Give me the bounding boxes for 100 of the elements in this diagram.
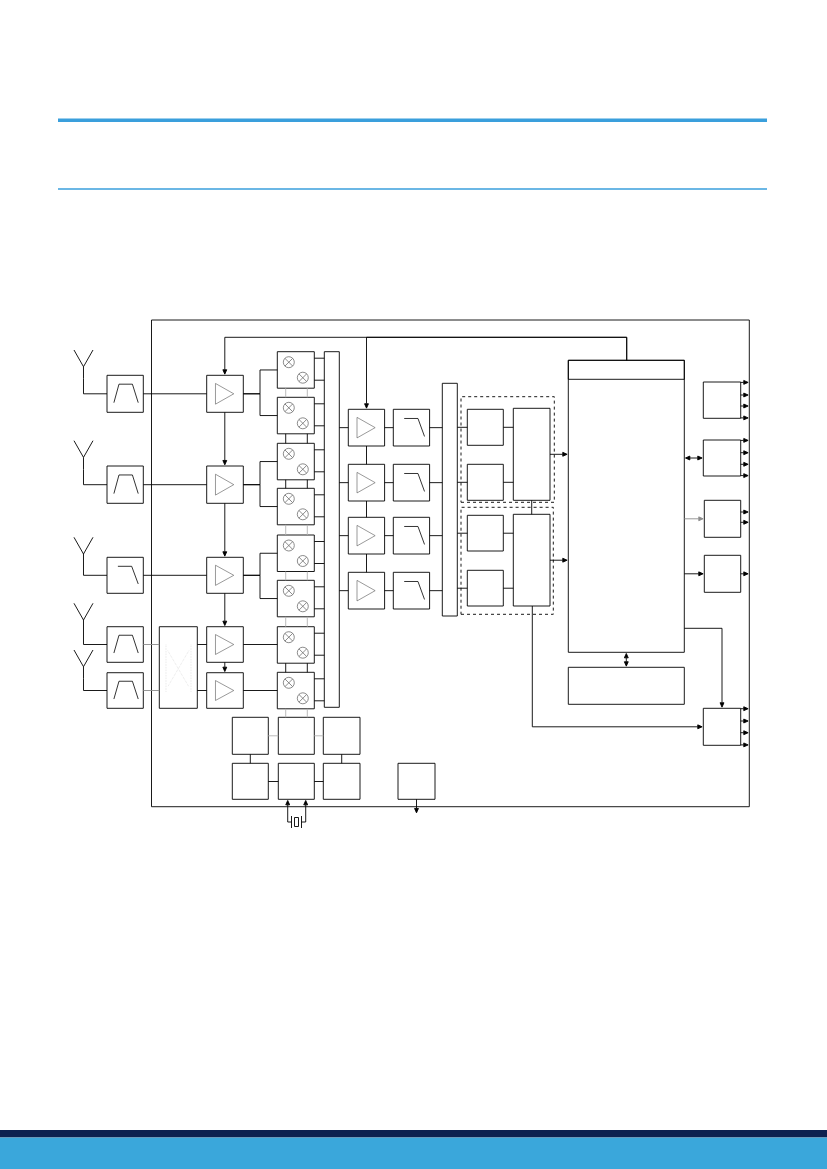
connector-line — [313, 586, 325, 588]
connector-line — [313, 494, 325, 496]
connector-line — [285, 662, 287, 673]
connector-line — [313, 357, 325, 359]
connector-line — [83, 468, 108, 486]
arrow — [740, 519, 749, 525]
block — [703, 554, 742, 593]
arrow — [222, 411, 228, 466]
block — [466, 514, 504, 552]
bus-bar — [441, 382, 458, 617]
arrow — [740, 730, 749, 736]
arrow — [222, 661, 228, 672]
block — [277, 762, 315, 800]
connector-line — [313, 654, 325, 656]
arrow — [683, 516, 704, 522]
connector-line — [338, 590, 349, 592]
connector-line — [456, 426, 468, 428]
connector-line — [285, 387, 287, 398]
block — [397, 762, 436, 800]
block — [702, 439, 742, 477]
connector-line — [456, 587, 468, 589]
arrow — [222, 592, 228, 626]
arrow — [222, 502, 228, 557]
arrow — [740, 571, 749, 577]
connector-line — [502, 532, 514, 534]
arrow — [740, 473, 749, 478]
connector-line — [142, 484, 208, 486]
connector-line — [313, 781, 324, 782]
connector-line — [83, 678, 108, 691]
antenna-icon — [73, 602, 94, 633]
bus-bar — [323, 351, 340, 708]
connector-line — [306, 524, 308, 536]
arrow — [301, 800, 309, 823]
block — [466, 408, 504, 446]
connector-line — [285, 616, 287, 628]
connector-line — [306, 662, 308, 673]
connector-line — [313, 425, 325, 427]
connector-line — [267, 781, 279, 782]
connector-line — [242, 574, 278, 599]
connector-line — [196, 644, 208, 645]
connector-line — [341, 753, 343, 764]
block — [567, 666, 685, 705]
connector-line — [313, 608, 325, 610]
connector-line — [242, 644, 278, 645]
connector-line — [285, 479, 287, 489]
connector-line — [242, 484, 278, 507]
block — [231, 716, 269, 755]
connector-line — [456, 532, 468, 534]
connector-line — [338, 427, 349, 429]
arrow — [683, 571, 704, 577]
antenna-icon — [73, 349, 94, 380]
connector-line — [267, 735, 279, 737]
connector-line — [142, 574, 208, 576]
arrow — [740, 415, 749, 421]
connector-line — [384, 590, 394, 592]
block-header — [567, 359, 685, 380]
connector-line — [429, 427, 443, 429]
antenna-icon — [73, 649, 94, 680]
arrow — [740, 742, 749, 748]
connector-line — [313, 449, 325, 451]
arrow — [549, 451, 568, 457]
connector-line — [83, 565, 108, 576]
connector-line — [285, 524, 287, 536]
connector-line — [313, 379, 325, 381]
arrow — [740, 718, 749, 724]
chip-outline — [151, 319, 750, 808]
connector-line — [83, 378, 108, 395]
block — [231, 762, 269, 800]
arrow — [740, 380, 749, 385]
connector-line — [142, 644, 160, 645]
block — [322, 762, 361, 800]
arrow — [549, 557, 568, 563]
connector-line — [285, 708, 287, 718]
connector-line — [196, 690, 208, 691]
block — [466, 463, 504, 501]
block — [703, 499, 742, 538]
connector-line — [313, 471, 325, 473]
connector-line — [249, 753, 251, 764]
connector-line — [306, 616, 308, 628]
connector-line — [306, 387, 308, 398]
arrow — [740, 509, 749, 515]
connector-line — [313, 678, 325, 680]
arrow — [414, 798, 419, 814]
connector-line — [338, 535, 349, 537]
dashed-frame — [460, 396, 555, 503]
connector-line — [83, 631, 108, 645]
arrow — [623, 653, 629, 667]
connector-line — [338, 482, 349, 484]
connector-line — [313, 735, 324, 737]
connector-line — [384, 535, 394, 537]
connector-line — [306, 433, 308, 444]
connector-line — [142, 690, 160, 691]
arrow — [685, 455, 703, 461]
connector-line — [502, 481, 514, 483]
arrow — [683, 627, 725, 708]
arrow — [285, 800, 292, 823]
antenna-icon — [73, 440, 94, 470]
crystal-icon — [291, 815, 302, 829]
connector-line — [142, 393, 208, 395]
arrow — [740, 403, 749, 409]
